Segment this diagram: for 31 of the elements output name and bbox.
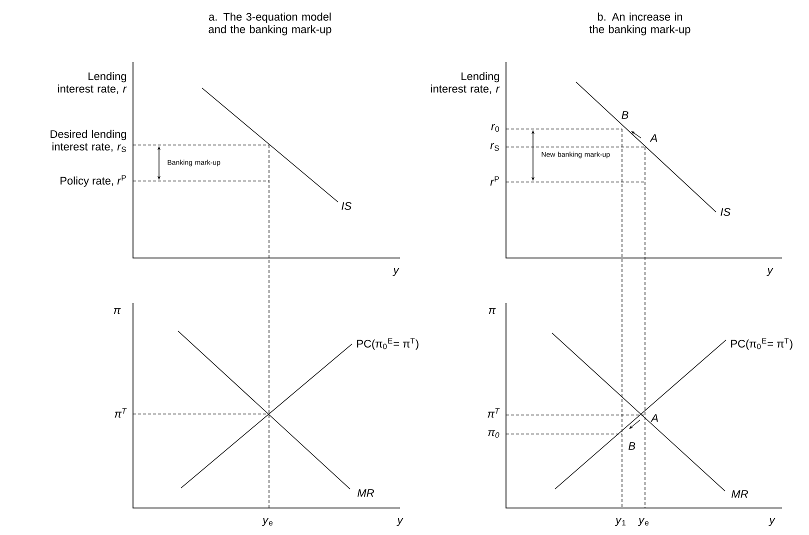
tick-label: y$_{1}$ bbox=[614, 518, 626, 526]
axis-label: y bbox=[766, 268, 774, 276]
curve-label: MR bbox=[732, 490, 748, 498]
point-label: A bbox=[650, 134, 658, 142]
axis-label: π bbox=[488, 308, 496, 314]
point-label: B bbox=[622, 111, 628, 119]
point-label: B bbox=[628, 442, 636, 450]
curve-label: IS bbox=[720, 208, 730, 216]
point-label: A bbox=[650, 414, 658, 422]
tick-label: r$^{P}$ bbox=[490, 176, 499, 186]
axis-label: Desired lending interest rate, r$_{S}$ bbox=[50, 130, 126, 152]
tick-label: r$_{S}$ bbox=[490, 143, 499, 151]
tick-label: r$_{0}$ bbox=[491, 124, 499, 132]
axis-label: Lending interest rate, r bbox=[58, 72, 127, 94]
axis-label: y bbox=[392, 268, 400, 276]
curve-label: MR bbox=[358, 489, 374, 497]
axis-label: π bbox=[114, 308, 121, 314]
panel-title: a. The 3-equation model and the banking mark-up bbox=[208, 12, 332, 36]
tick-label: π$^{T}$ bbox=[488, 408, 500, 418]
tick-label: π$_{0}$ bbox=[488, 430, 500, 438]
curve-label: PC(π$_{0}$$^{E}$= π$^{T}$) bbox=[357, 338, 418, 350]
axis-label: Lending interest rate, r bbox=[431, 72, 500, 94]
panel-title: b. An increase in the banking mark-up bbox=[589, 12, 690, 36]
axis-label: y bbox=[768, 518, 776, 526]
tick-label: y$_{e}$ bbox=[262, 518, 273, 526]
axis-label: y bbox=[396, 518, 404, 526]
tick-label: π$^{T}$ bbox=[114, 408, 127, 418]
tick-label: y$_{e}$ bbox=[638, 518, 649, 526]
axis-label: Policy rate, r$^{P}$ bbox=[60, 175, 126, 187]
curve-label: PC(π$_{0}$$^{E}$= π$^{T}$) bbox=[731, 338, 792, 350]
curve-label: IS bbox=[342, 202, 352, 210]
